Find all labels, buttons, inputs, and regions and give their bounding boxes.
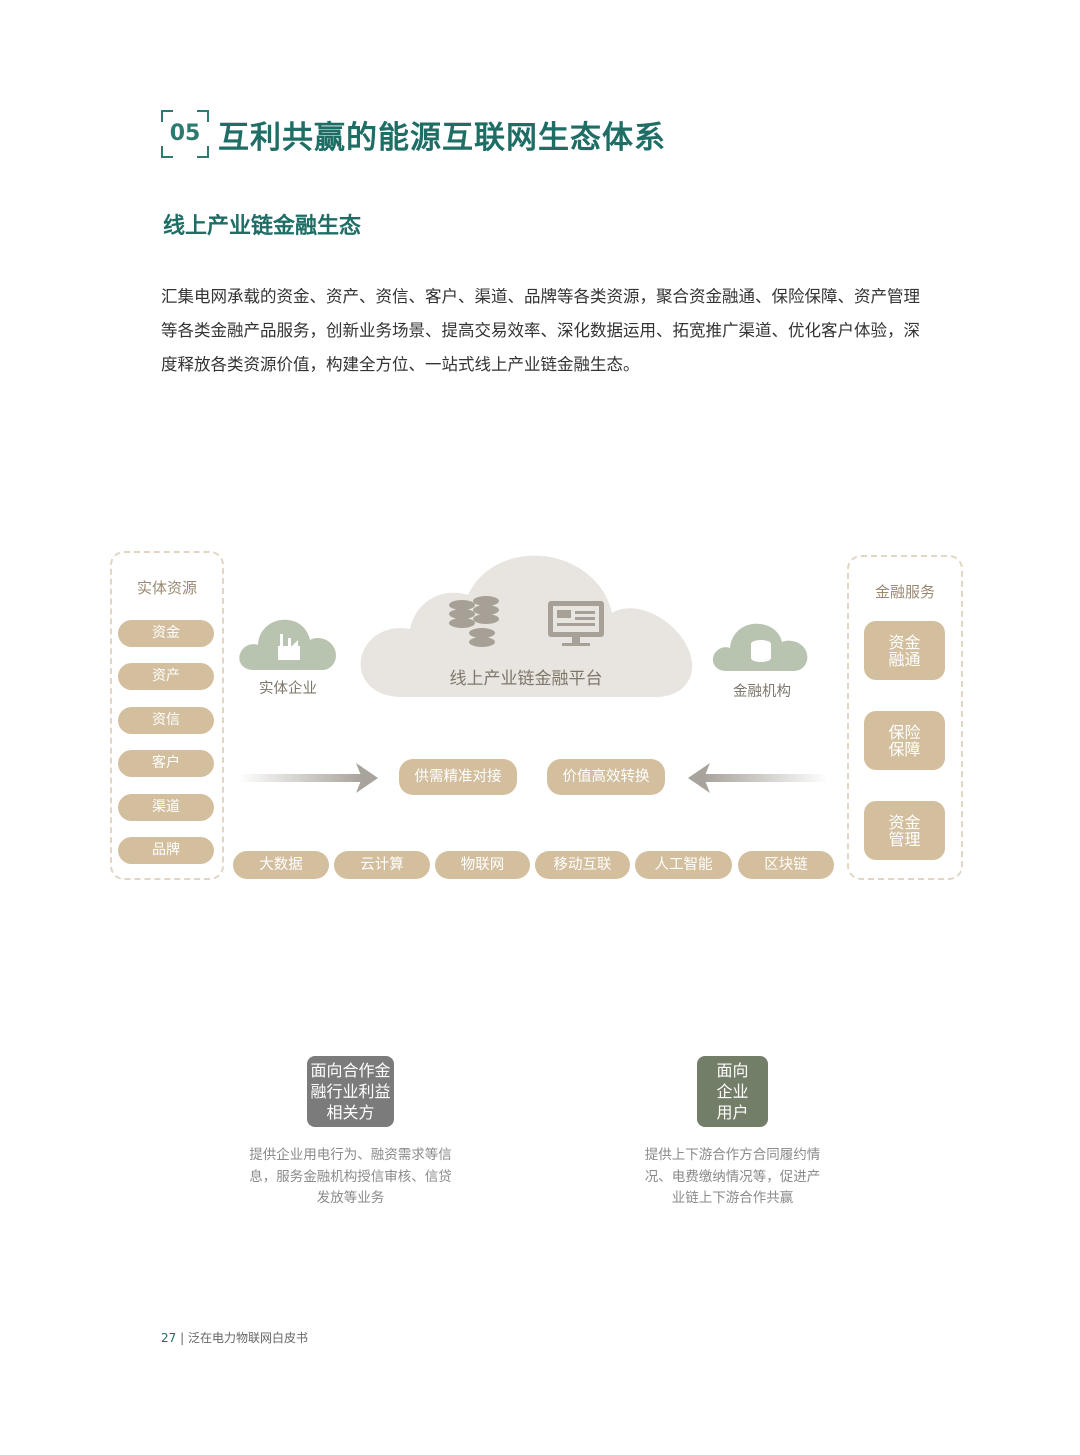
section-number-badge: 05 — [161, 110, 209, 158]
right-service-panel — [847, 555, 963, 880]
tech-item: 云计算 — [334, 851, 430, 879]
enterprise-users-desc: 提供上下游合作方合同履约情况、电费缴纳情况等，促进产业链上下游合作共赢 — [644, 1147, 821, 1206]
resource-item: 资产 — [118, 663, 214, 690]
right-cloud-label: 金融机构 — [733, 684, 791, 700]
resource-item: 渠道 — [118, 794, 214, 821]
left-arrow — [688, 763, 828, 793]
resource-item: 资信 — [118, 707, 214, 734]
financial-stakeholders-box: 面向合作金融行业利益相关方 — [307, 1056, 394, 1127]
resource-item: 客户 — [118, 750, 214, 777]
right-cloud — [712, 623, 808, 671]
coins-icon — [449, 596, 499, 647]
service-item: 资金管理 — [864, 801, 945, 860]
financial-stakeholders-desc: 提供企业用电行为、融资需求等信息，服务金融机构授信审核、信贷发放等业务 — [249, 1147, 452, 1206]
center-cloud-label: 线上产业链金融平台 — [449, 669, 603, 689]
page-footer: 27 | 泛在电力物联网白皮书 — [161, 1329, 308, 1346]
center-cloud — [360, 555, 693, 697]
resource-item: 资金 — [118, 620, 214, 647]
footer-separator: | — [180, 1331, 185, 1345]
page-title: 互利共赢的能源互联网生态体系 — [218, 120, 666, 156]
left-resource-panel — [110, 551, 224, 880]
service-item: 保险保障 — [864, 711, 945, 770]
left-cloud — [239, 619, 336, 670]
factory-icon — [278, 634, 300, 660]
page-number: 27 — [161, 1331, 177, 1345]
section-number: 05 — [169, 121, 201, 146]
tech-item: 人工智能 — [635, 851, 732, 879]
monitor-icon — [548, 601, 604, 646]
coin-stack-icon — [751, 640, 771, 662]
left-cloud-label: 实体企业 — [259, 681, 317, 697]
tech-item: 大数据 — [233, 851, 329, 879]
right-panel-label: 金融服务 — [874, 583, 935, 601]
section-subtitle: 线上产业链金融生态 — [163, 214, 362, 239]
left-panel-label: 实体资源 — [136, 579, 197, 597]
value-conversion: 价值高效转换 — [547, 759, 665, 795]
supply-demand-matching: 供需精准对接 — [399, 759, 517, 795]
tech-item: 移动互联 — [535, 851, 630, 879]
document-title: 泛在电力物联网白皮书 — [187, 1331, 308, 1345]
right-arrow — [238, 763, 378, 793]
tech-item: 区块链 — [738, 851, 834, 879]
service-item: 资金融通 — [864, 621, 945, 680]
resource-item: 品牌 — [118, 837, 214, 864]
tech-item: 物联网 — [435, 851, 530, 879]
enterprise-users-box: 面向企业用户 — [697, 1056, 768, 1127]
intro-paragraph: 汇集电网承载的资金、资产、资信、客户、渠道、品牌等各类资源，聚合资金融通、保险保… — [161, 287, 920, 374]
